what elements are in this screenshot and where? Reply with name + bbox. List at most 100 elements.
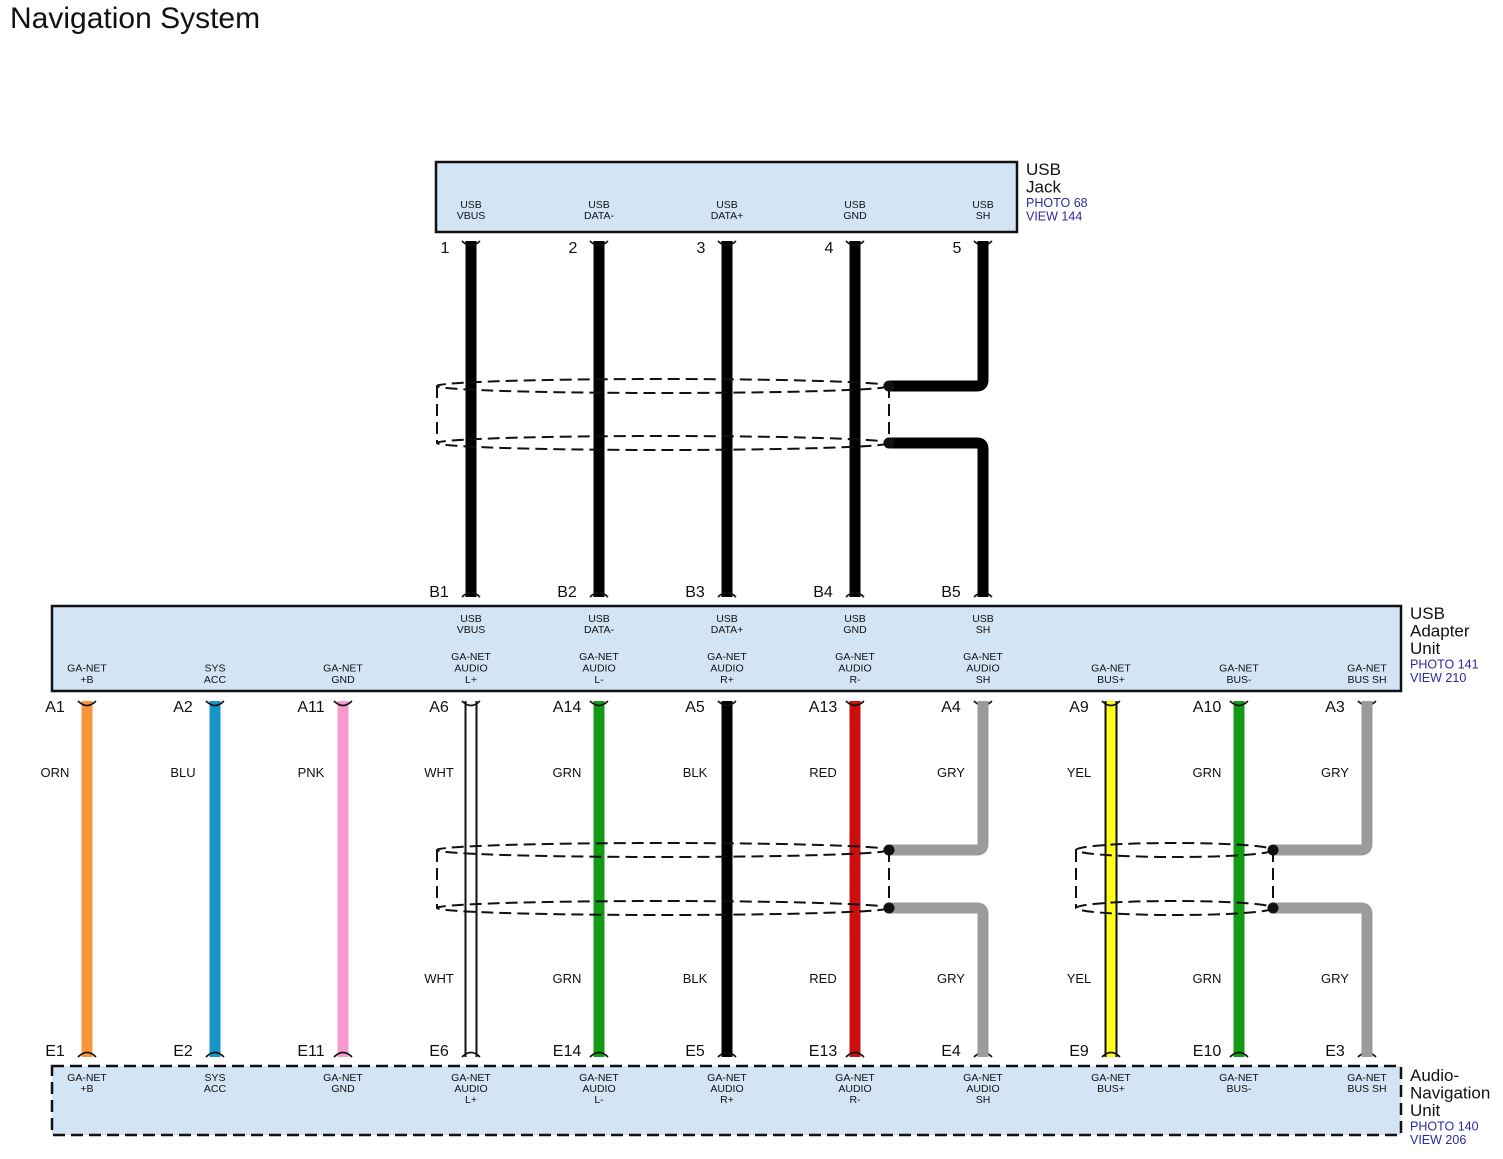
terminal-label: SYS: [204, 663, 225, 675]
shield-drain-wire: [890, 701, 989, 856]
terminal-label: +B: [80, 674, 93, 686]
terminal-pin: [717, 591, 737, 598]
terminal-label: GA-NET: [323, 1072, 363, 1084]
terminal-label: R+: [720, 1094, 734, 1106]
pin-number: B1: [429, 584, 449, 601]
terminal-label: AUDIO: [838, 1083, 871, 1095]
terminal-label: L-: [594, 1094, 604, 1106]
pin-number: A3: [1325, 699, 1345, 716]
terminal-label: AUDIO: [582, 1083, 615, 1095]
pin-number: A2: [173, 699, 193, 716]
terminal-label: GND: [331, 674, 355, 686]
terminal-pin: [589, 591, 609, 598]
usb-adapter-name: Unit: [1410, 639, 1441, 658]
pin-number: E1: [45, 1043, 65, 1060]
terminal-label: USB: [716, 613, 738, 625]
pin-number: E5: [685, 1043, 705, 1060]
pin-number: E11: [297, 1043, 324, 1060]
terminal-label: GA-NET: [67, 663, 107, 675]
terminal-pin: [717, 240, 737, 247]
terminal-label: ACC: [204, 674, 227, 686]
pin-number: E9: [1069, 1043, 1089, 1060]
terminal-label: GA-NET: [451, 1072, 491, 1084]
terminal-label: AUDIO: [966, 1083, 999, 1095]
terminal-label: GND: [843, 210, 867, 222]
wire-color-label: WHT: [424, 971, 454, 986]
terminal-label: GA-NET: [67, 1072, 107, 1084]
terminal-label: GA-NET: [1091, 663, 1131, 675]
terminal-label: R-: [849, 1094, 861, 1106]
audio-nav-ref: VIEW 206: [1410, 1133, 1466, 1147]
wire-color-label: RED: [809, 765, 836, 780]
terminal-label: USB: [588, 199, 610, 211]
terminal-pin: [333, 700, 353, 707]
splice-point: [883, 844, 895, 856]
terminal-label: L+: [465, 674, 477, 686]
splice-point: [883, 437, 895, 449]
pin-number: 1: [441, 240, 450, 257]
terminal-label: SH: [976, 624, 991, 636]
terminal-pin: [461, 700, 481, 707]
terminal-label: USB: [460, 613, 482, 625]
audio-nav-name: Navigation: [1410, 1084, 1490, 1103]
terminal-label: GA-NET: [707, 1072, 747, 1084]
terminal-pin: [77, 1051, 97, 1058]
pin-number: 2: [569, 240, 578, 257]
terminal-pin: [845, 591, 865, 598]
terminal-label: L+: [465, 1094, 477, 1106]
usb-cable-shield: [436, 378, 890, 394]
usb-jack-ref: PHOTO 68: [1026, 196, 1088, 210]
terminal-label: DATA-: [584, 624, 614, 636]
terminal-pin: [1101, 1051, 1121, 1058]
terminal-pin: [589, 240, 609, 247]
terminal-label: USB: [844, 613, 866, 625]
terminal-label: USB: [588, 613, 610, 625]
terminal-label: AUDIO: [710, 663, 743, 675]
wire-color-label: BLK: [683, 765, 708, 780]
wire-color-label: YEL: [1067, 765, 1092, 780]
splice-point: [883, 380, 895, 392]
usb-shield-drain-wire: [890, 241, 989, 392]
terminal-label: GA-NET: [1219, 663, 1259, 675]
usb-jack-connector: [434, 160, 1019, 234]
pin-number: A1: [45, 699, 65, 716]
terminal-label: BUS+: [1097, 674, 1125, 686]
terminal-label: AUDIO: [454, 1083, 487, 1095]
terminal-pin: [461, 1051, 481, 1058]
pin-number: E4: [941, 1043, 961, 1060]
terminal-label: SYS: [204, 1072, 225, 1084]
terminal-label: BUS-: [1226, 1083, 1252, 1095]
pin-number: E10: [1193, 1043, 1222, 1060]
pin-number: A6: [429, 699, 449, 716]
pin-number: E13: [809, 1043, 838, 1060]
terminal-label: GA-NET: [323, 663, 363, 675]
splice-point: [1267, 844, 1279, 856]
terminal-label: AUDIO: [710, 1083, 743, 1095]
terminal-label: SH: [976, 674, 991, 686]
pin-number: A11: [297, 699, 324, 716]
terminal-label: GA-NET: [835, 651, 875, 663]
terminal-label: USB: [716, 199, 738, 211]
terminal-label: BUS+: [1097, 1083, 1125, 1095]
terminal-label: +B: [80, 1083, 93, 1095]
pin-number: B2: [557, 584, 577, 601]
terminal-pin: [77, 700, 97, 707]
page-title: Navigation System: [10, 2, 261, 35]
wire-color-label: GRY: [1321, 971, 1349, 986]
terminal-label: GA-NET: [963, 1072, 1003, 1084]
wire-color-label: BLU: [170, 765, 195, 780]
audio-nav-name: Audio-: [1410, 1066, 1459, 1085]
terminal-label: DATA+: [711, 624, 744, 636]
wire-color-label: YEL: [1067, 971, 1092, 986]
splice-point: [1267, 902, 1279, 914]
terminal-label: SH: [976, 1094, 991, 1106]
wire-color-label: GRN: [553, 971, 582, 986]
terminal-pin: [1229, 700, 1249, 707]
terminal-label: BUS-: [1226, 674, 1252, 686]
pin-number: A5: [685, 699, 705, 716]
audio-cable-shield: [436, 842, 890, 858]
pin-number: A10: [1193, 699, 1222, 716]
shield-drain-wire: [890, 902, 989, 1057]
audio-nav-connector: [50, 1064, 1403, 1137]
terminal-label: GA-NET: [707, 651, 747, 663]
